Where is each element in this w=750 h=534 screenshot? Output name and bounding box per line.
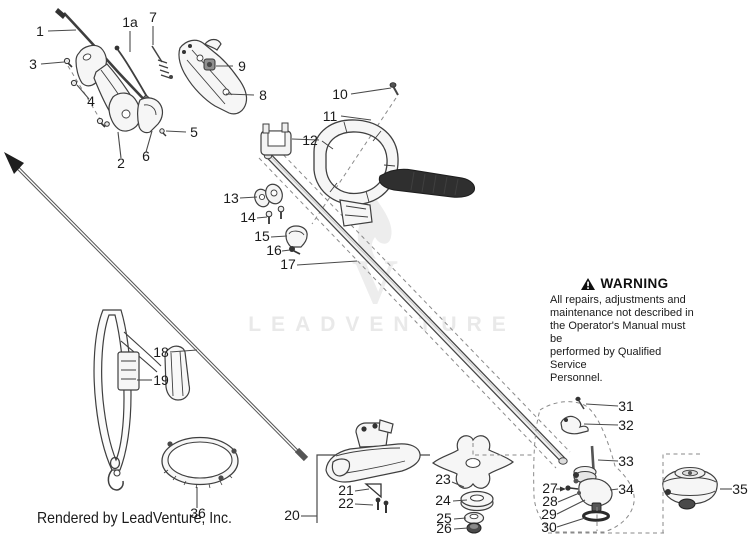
callout-25[interactable]: 25 xyxy=(436,510,452,526)
housing-screws-drawing xyxy=(63,57,167,137)
callout-2[interactable]: 2 xyxy=(117,155,125,171)
callout-10[interactable]: 10 xyxy=(332,86,348,102)
watermark-text: LEADVENTURE xyxy=(248,313,516,336)
grouping-dashes xyxy=(475,401,700,534)
callout-23[interactable]: 23 xyxy=(435,471,451,487)
callout-36[interactable]: 36 xyxy=(190,505,206,521)
callout-27[interactable]: 27 xyxy=(542,480,558,496)
callout-15[interactable]: 15 xyxy=(254,228,270,244)
callout-35[interactable]: 35 xyxy=(732,481,748,497)
shoulder-strap-drawing xyxy=(93,309,191,491)
callout-34[interactable]: 34 xyxy=(618,481,634,497)
throttle-handle-assembly-drawing xyxy=(55,8,248,137)
callout-13[interactable]: 13 xyxy=(223,190,239,206)
footer-credit: Rendered by LeadVenture, Inc. xyxy=(37,510,232,527)
warning-block: WARNING All repairs, adjustments and mai… xyxy=(550,276,700,385)
loop-handle-drawing xyxy=(260,82,475,227)
warning-title-row: WARNING xyxy=(550,276,700,291)
callout-31[interactable]: 31 xyxy=(618,398,634,414)
guard-knife-drawing xyxy=(364,483,382,499)
callout-3[interactable]: 3 xyxy=(29,56,37,72)
callout-8[interactable]: 8 xyxy=(259,87,267,103)
warning-line: performed by Qualified Service xyxy=(550,346,662,371)
callout-28[interactable]: 28 xyxy=(542,493,558,509)
callout-12[interactable]: 12 xyxy=(302,132,318,148)
callout-19[interactable]: 19 xyxy=(153,372,169,388)
warning-icon xyxy=(581,277,596,290)
callout-1[interactable]: 1 xyxy=(36,23,44,39)
blade-assembly-drawing xyxy=(432,435,514,534)
shaft-clamp-drawing xyxy=(254,183,308,255)
callout-20[interactable]: 20 xyxy=(284,507,300,523)
warning-line: All repairs, adjustments and xyxy=(550,294,686,306)
callout-4[interactable]: 4 xyxy=(87,93,95,109)
drive-shaft-drawing xyxy=(4,152,309,462)
throttle-rod-drawing xyxy=(151,45,173,79)
callout-22[interactable]: 22 xyxy=(338,495,354,511)
callout-6[interactable]: 6 xyxy=(142,148,150,164)
callout-14[interactable]: 14 xyxy=(240,209,256,225)
warning-line: Personnel. xyxy=(550,372,603,384)
leader-lines xyxy=(40,26,732,530)
callout-18[interactable]: 18 xyxy=(153,344,169,360)
callout-17[interactable]: 17 xyxy=(280,256,296,272)
callout-21[interactable]: 21 xyxy=(338,482,354,498)
callout-33[interactable]: 33 xyxy=(618,453,634,469)
callout-5[interactable]: 5 xyxy=(190,124,198,140)
callout-1a[interactable]: 1a xyxy=(122,14,138,30)
gear-head-screw-drawing xyxy=(575,396,585,410)
callout-9[interactable]: 9 xyxy=(238,58,246,74)
callout-7[interactable]: 7 xyxy=(149,9,157,25)
handle-grip-drawing xyxy=(378,168,475,198)
handle-bolt-drawing xyxy=(389,82,399,96)
trimmer-head-drawing xyxy=(662,466,718,510)
callout-32[interactable]: 32 xyxy=(618,417,634,433)
callout-29[interactable]: 29 xyxy=(541,506,557,522)
guard-assembly-drawing xyxy=(316,419,430,523)
shaft-arrowhead-icon xyxy=(4,152,24,174)
warning-line: maintenance not described in xyxy=(550,307,694,319)
callout-11[interactable]: 11 xyxy=(323,108,338,124)
nut-drawing xyxy=(203,58,216,71)
warning-body: All repairs, adjustments and maintenance… xyxy=(550,294,700,385)
warning-line: the Operator's Manual must be xyxy=(550,320,686,345)
guard-screws-drawing xyxy=(375,497,389,513)
shaft-tube-drawing xyxy=(263,152,568,465)
callout-labels: 1 1a 7 3 9 8 4 5 2 6 10 11 12 13 14 15 1… xyxy=(29,9,748,534)
callout-16[interactable]: 16 xyxy=(266,242,282,258)
support-ring-drawing xyxy=(161,436,239,489)
callout-26[interactable]: 26 xyxy=(436,520,452,534)
handle-clamp-drawing xyxy=(260,122,292,156)
gear-head-drawing xyxy=(560,396,613,522)
callout-30[interactable]: 30 xyxy=(541,519,557,534)
strap-buckle-drawing xyxy=(117,351,140,391)
warning-title: WARNING xyxy=(600,276,669,291)
callout-24[interactable]: 24 xyxy=(435,492,451,508)
strap-hook-drawing xyxy=(107,456,124,491)
